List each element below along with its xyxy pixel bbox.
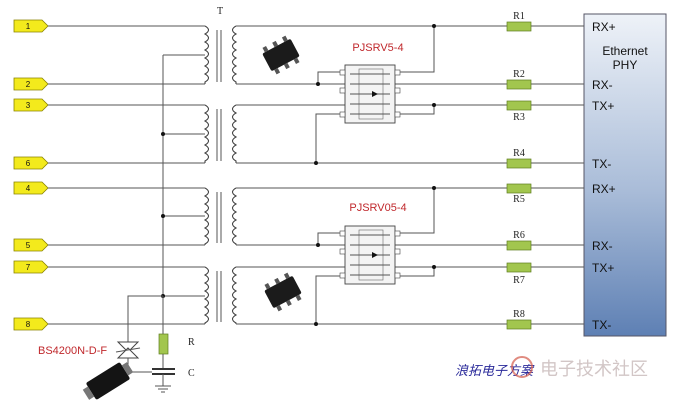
svg-text:R8: R8: [513, 309, 525, 320]
phy-pin-tx-minus-1: TX-: [592, 157, 611, 171]
connector-pin-5: 5: [13, 238, 49, 252]
svg-text:6: 6: [26, 159, 31, 168]
watermark-logo: [511, 356, 533, 378]
svg-text:R2: R2: [513, 69, 525, 80]
smb-package-image: [82, 362, 134, 400]
svg-text:R4: R4: [513, 148, 525, 159]
connector-pin-6: 6: [13, 156, 49, 170]
phy-pin-rx-plus-1: RX+: [592, 20, 616, 34]
surge-part-label: BS4200N-D-F: [38, 345, 107, 357]
svg-text:PJSRV05-4: PJSRV05-4: [349, 202, 406, 214]
surge-capacitor-label: C: [188, 368, 195, 379]
svg-text:3: 3: [26, 101, 31, 110]
svg-text:8: 8: [26, 320, 31, 329]
sot-chip-bottom: [264, 272, 302, 312]
resistor-r7: R7: [506, 262, 532, 286]
svg-text:1: 1: [26, 22, 31, 31]
svg-text:R6: R6: [513, 230, 525, 241]
resistor-r8: R8: [506, 309, 532, 330]
svg-text:7: 7: [26, 263, 31, 272]
tvs-top-connections: [314, 24, 436, 165]
svg-text:R7: R7: [513, 275, 525, 286]
svg-text:R5: R5: [513, 194, 525, 205]
resistor-r3: R3: [506, 100, 532, 123]
phy-pin-tx-minus-2: TX-: [592, 318, 611, 332]
phy-pin-rx-minus-2: RX-: [592, 239, 613, 253]
phy-pin-tx-plus-1: TX+: [592, 99, 614, 113]
phy-pin-rx-minus-1: RX-: [592, 78, 613, 92]
svg-text:5: 5: [26, 241, 31, 250]
svg-text:R1: R1: [513, 11, 525, 22]
resistor-r6: R6: [506, 230, 532, 251]
phy-pin-tx-plus-2: TX+: [592, 261, 614, 275]
sot-chip-top: [262, 35, 300, 75]
tvs-bottom-connections: [314, 186, 436, 326]
svg-text:R3: R3: [513, 112, 525, 123]
tvs-array-top: PJSRV5-4: [339, 42, 404, 124]
connector-pin-3: 3: [13, 98, 49, 112]
svg-text:PJSRV5-4: PJSRV5-4: [352, 42, 403, 54]
connector-pin-4: 4: [13, 181, 49, 195]
resistor-r4: R4: [506, 148, 532, 169]
surge-resistor-label: R: [188, 337, 195, 348]
phy-pin-rx-plus-2: RX+: [592, 182, 616, 196]
connector-pin-8: 8: [13, 317, 49, 331]
resistor-r2: R2: [506, 69, 532, 90]
resistor-r1: R1: [506, 11, 532, 32]
connector-pin-2: 2: [13, 77, 49, 91]
svg-text:2: 2: [26, 80, 31, 89]
phy-title-line1: Ethernet: [602, 44, 648, 58]
connector-pin-7: 7: [13, 260, 49, 274]
surge-protection-network: BS4200N-D-F R C: [38, 295, 195, 393]
watermark-right: 电子技术社区: [540, 359, 648, 380]
tvs-array-bottom: PJSRV05-4: [339, 202, 407, 285]
transformer-coils: [203, 25, 238, 324]
connector-pin-1: 1: [13, 19, 49, 33]
center-tap-bus: [161, 54, 205, 332]
transformer-label: T: [217, 6, 223, 17]
primary-wires: [48, 25, 205, 325]
resistor-r5: R5: [506, 183, 532, 205]
svg-text:4: 4: [26, 184, 31, 193]
phy-title-line2: PHY: [613, 58, 638, 72]
ethernet-phy-block: [583, 13, 667, 337]
